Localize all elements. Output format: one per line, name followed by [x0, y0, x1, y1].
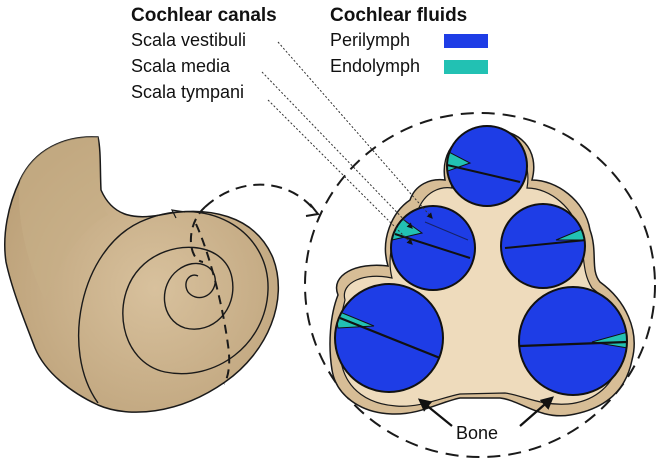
fluids-heading: Cochlear fluids [330, 6, 467, 25]
canal-label-scala-media: Scala media [131, 57, 230, 75]
canal-label-scala-tympani: Scala tympani [131, 83, 244, 101]
turn-middle-right [501, 204, 586, 288]
canals-heading: Cochlear canals [131, 6, 277, 25]
fluid-label-perilymph: Perilymph [330, 31, 410, 49]
cross-section [330, 126, 634, 416]
turn-middle-left [390, 206, 475, 290]
cochlea-shell [5, 137, 279, 412]
turn-basal-left [335, 284, 443, 392]
turn-apex [445, 126, 527, 206]
leader-scala-media [262, 72, 412, 228]
turn-basal-right [519, 287, 628, 395]
swatch-endolymph [444, 60, 488, 74]
bone-label: Bone [456, 424, 498, 442]
zoom-connector [205, 185, 316, 212]
canal-label-scala-vestibuli: Scala vestibuli [131, 31, 246, 49]
leader-scala-tympani [268, 100, 412, 244]
fluid-label-endolymph: Endolymph [330, 57, 420, 75]
swatch-perilymph [444, 34, 488, 48]
